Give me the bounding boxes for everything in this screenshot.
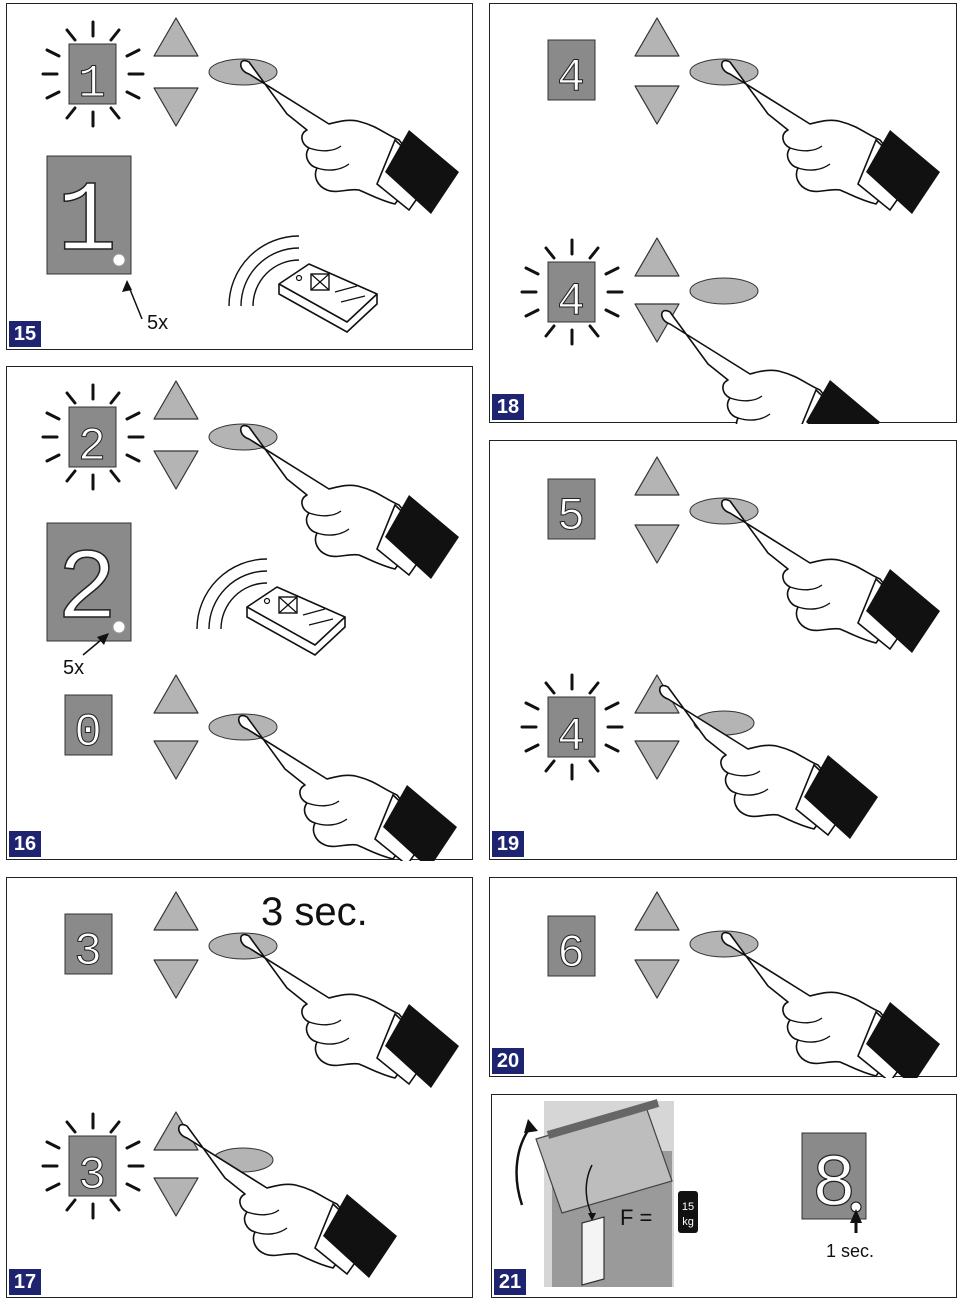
up-button[interactable] [153,674,199,714]
step-number-badge: 18 [492,394,524,420]
step-15-panel: 1 1 5x 15 [6,3,473,350]
down-button[interactable] [153,959,199,999]
down-button[interactable] [153,87,199,127]
step-16-illustration: 2 2 0 [41,380,460,861]
display-digit-top: 4 [557,52,585,104]
display-digit-top: 2 [78,421,106,473]
step-20-panel: 6 20 [489,877,957,1078]
display-digit-bottom: 4 [557,711,585,763]
up-button[interactable] [153,380,199,420]
step-number-badge: 17 [9,1269,41,1295]
pressing-hand [720,931,941,1078]
step-number-badge: 15 [9,321,41,347]
set-button[interactable] [689,277,759,305]
up-button[interactable] [634,891,680,931]
pressing-hand [239,933,460,1089]
step-17-illustration: 3 3 [41,891,460,1279]
up-button[interactable] [634,17,680,57]
large-display-2 [46,522,132,642]
up-button[interactable] [634,456,680,496]
step-number-badge: 16 [9,831,41,857]
weight-unit: kg [682,1216,694,1228]
pressing-hand [177,1123,398,1279]
weight-value: 15 [682,1201,694,1213]
down-button[interactable] [634,85,680,125]
step-15-illustration: 1 1 [41,17,460,333]
pressing-hand [720,498,941,654]
display-digit-bottom: 0 [74,707,102,759]
step-number-badge: 19 [492,831,524,857]
down-button[interactable] [634,959,680,999]
large-digit: 2 [57,535,117,648]
pressing-hand [660,309,881,424]
step-16-panel: 2 2 0 5x 16 [6,366,473,861]
large-display-8 [801,1132,867,1220]
step-number-badge: 20 [492,1048,524,1074]
press-duration-label: 3 sec. [261,890,368,934]
display-digit-top: 6 [557,928,585,980]
down-button[interactable] [153,740,199,780]
down-button[interactable] [153,450,199,490]
pointer-arrow [850,1209,862,1223]
down-button[interactable] [634,740,680,780]
down-button[interactable] [153,1177,199,1217]
pressing-hand [658,684,879,840]
up-button[interactable] [634,237,680,277]
pressing-hand [720,59,941,215]
remote-control [228,235,378,333]
display-digit-top: 1 [78,58,106,110]
display-digit-bottom: 4 [557,276,585,328]
step-19-panel: 5 4 19 [489,440,957,860]
count-label: 5x [147,312,169,334]
down-button[interactable] [634,524,680,564]
display-digit-top: 5 [557,491,585,543]
step-17-panel: 3 3 3 sec. 17 [6,877,473,1298]
up-button[interactable] [153,891,199,931]
pressing-hand [239,424,460,580]
large-digit: 1 [57,167,117,280]
step-number-badge: 21 [494,1269,526,1295]
display-digit-bottom: 3 [78,1150,106,1202]
display-digit-top: 3 [74,926,102,978]
garage-door-illustration: 15 kg [515,1099,698,1287]
step-18-panel: 4 4 18 [489,3,957,424]
up-button[interactable] [153,17,199,57]
pressing-hand [237,714,458,861]
time-label: 1 sec. [826,1241,875,1261]
remote-control [196,558,346,656]
step-21-panel: 15 kg 8 F = 1 sec. 21 [491,1094,957,1298]
step-19-illustration: 5 4 [520,456,941,840]
weight-icon [678,1191,698,1233]
count-label: 5x [63,657,85,679]
force-label: F = [620,1205,653,1230]
step-18-illustration: 4 4 [520,17,941,424]
pressing-hand [239,59,460,215]
large-display-1 [46,155,132,275]
step-20-illustration: 6 [547,891,941,1078]
step-21-illustration: 15 kg 8 [515,1099,867,1287]
large-digit: 8 [812,1144,856,1228]
